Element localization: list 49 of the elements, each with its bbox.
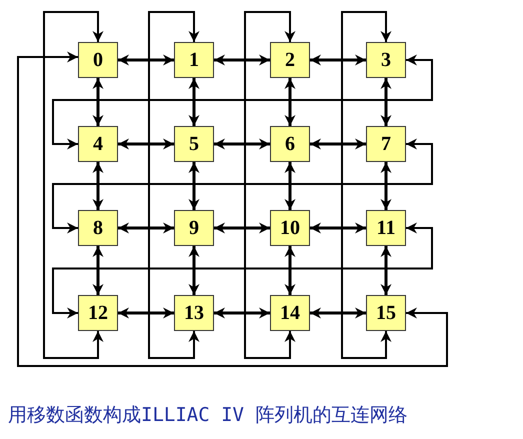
arrow [214,138,270,150]
processor-box: 11 [366,210,406,246]
arrow [52,222,433,318]
processor-box: 5 [174,126,214,162]
arrow [310,138,366,150]
arrow [118,222,174,234]
arrow [341,11,392,359]
arrow [188,246,200,295]
arrow [284,78,296,126]
processor-box: 14 [270,295,310,331]
processor-box: 9 [174,210,214,246]
arrow [52,138,433,234]
processor-box: 7 [366,126,406,162]
arrow [52,54,433,150]
processor-box: 6 [270,126,310,162]
arrow [214,54,270,66]
processor-box: 8 [78,210,118,246]
arrow [118,138,174,150]
arrow [380,78,392,126]
arrow [17,52,448,367]
arrow [214,308,270,318]
arrow [118,54,174,66]
processor-box: 12 [78,295,118,331]
arrow [43,11,104,359]
arrow [188,162,200,210]
processor-box: 13 [174,295,214,331]
processor-box: 15 [366,295,406,331]
arrow [310,222,366,234]
processor-box: 3 [366,42,406,78]
arrow [310,308,366,318]
arrow [214,222,270,234]
arrow [380,162,392,210]
processor-box: 10 [270,210,310,246]
arrow [118,308,174,318]
arrow [310,54,366,66]
caption: 用移数函数构成ILLIAC IV 阵列机的互连网络 [8,403,408,428]
processor-box: 0 [78,42,118,78]
processor-box: 4 [78,126,118,162]
arrow [92,246,104,295]
arrow [148,11,200,359]
processor-box: 2 [270,42,310,78]
processor-box: 1 [174,42,214,78]
arrow [244,11,296,359]
arrow [92,162,104,210]
arrow [92,78,104,126]
arrow [188,78,200,126]
arrow [284,162,296,210]
arrow [380,246,392,295]
arrow [284,246,296,295]
